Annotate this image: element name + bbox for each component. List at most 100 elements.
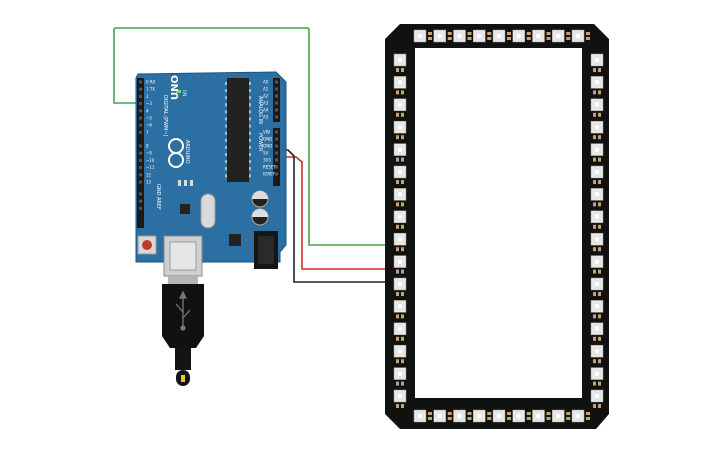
power-pin[interactable] (275, 137, 278, 141)
digital-pin[interactable] (139, 144, 142, 148)
neopixel-led[interactable] (590, 120, 604, 140)
neopixel-led[interactable] (512, 29, 531, 43)
digital-pin[interactable] (139, 166, 142, 170)
digital-pin[interactable] (139, 192, 142, 196)
crystal (200, 193, 216, 229)
analog-pin[interactable] (275, 115, 278, 119)
power-wire[interactable] (278, 156, 386, 270)
digital-pin[interactable] (139, 130, 142, 134)
analog-header[interactable] (273, 78, 280, 122)
neopixel-led[interactable] (393, 277, 407, 296)
analog-pin[interactable] (275, 87, 278, 91)
neopixel-led[interactable] (590, 277, 604, 296)
neopixel-led[interactable] (453, 409, 472, 423)
neopixel-led[interactable] (571, 409, 590, 423)
digital-pin[interactable] (139, 173, 142, 177)
neopixel-led[interactable] (393, 188, 407, 207)
neopixel-led[interactable] (393, 322, 407, 341)
neopixel-led[interactable] (413, 409, 432, 423)
neopixel-led[interactable] (590, 255, 604, 274)
neopixel-led[interactable] (393, 210, 407, 229)
digital-pin[interactable] (139, 180, 142, 184)
chip-pin (249, 160, 251, 164)
neopixel-led[interactable] (473, 29, 492, 43)
neopixel-led[interactable] (590, 98, 604, 117)
digital-pin[interactable] (139, 109, 142, 113)
neopixel-led[interactable] (590, 232, 604, 252)
power-header[interactable] (273, 128, 280, 186)
neopixel-led[interactable] (590, 76, 604, 95)
neopixel-led[interactable] (393, 98, 407, 117)
neopixel-led[interactable] (532, 29, 551, 43)
neopixel-led[interactable] (393, 344, 407, 364)
digital-pin[interactable] (139, 206, 142, 210)
neopixel-led[interactable] (393, 53, 407, 72)
board-name: UNO (170, 75, 181, 100)
neopixel-led[interactable] (590, 188, 604, 207)
neopixel-frame[interactable] (385, 24, 609, 429)
neopixel-led[interactable] (590, 344, 604, 364)
digital-pin[interactable] (139, 116, 142, 120)
digital-pin-label: ~6 (146, 123, 152, 128)
power-pin[interactable] (275, 158, 278, 162)
chip-pin (225, 138, 227, 142)
neopixel-led[interactable] (393, 367, 407, 386)
chip-pin (249, 131, 251, 135)
analog-pin-label: A4 (263, 108, 269, 113)
power-header-label: POWER (257, 133, 263, 152)
neopixel-led[interactable] (393, 120, 407, 140)
analog-pin[interactable] (275, 80, 278, 84)
digital-pin-label: 7 (146, 130, 149, 135)
neopixel-led[interactable] (393, 76, 407, 95)
digital-pin[interactable] (139, 158, 142, 162)
neopixel-led[interactable] (532, 409, 551, 423)
neopixel-led[interactable] (590, 389, 604, 408)
neopixel-led[interactable] (393, 232, 407, 252)
neopixel-led[interactable] (590, 210, 604, 229)
digital-pin[interactable] (139, 151, 142, 155)
analog-pin[interactable] (275, 108, 278, 112)
digital-pin[interactable] (139, 199, 142, 203)
neopixel-led[interactable] (590, 367, 604, 386)
power-pin[interactable] (275, 172, 278, 176)
power-pin[interactable] (275, 151, 278, 155)
neopixel-led[interactable] (393, 389, 407, 408)
neopixel-led[interactable] (552, 409, 571, 423)
neopixel-led[interactable] (571, 29, 590, 43)
power-pin[interactable] (275, 130, 278, 134)
ground-wire[interactable] (278, 149, 386, 283)
digital-pin[interactable] (139, 102, 142, 106)
usb-cable-strain-relief (175, 348, 191, 370)
neopixel-led[interactable] (590, 300, 604, 319)
digital-pin[interactable] (139, 123, 142, 127)
neopixel-led[interactable] (590, 143, 604, 162)
neopixel-led[interactable] (433, 409, 452, 423)
power-pin[interactable] (275, 144, 278, 148)
neopixel-led[interactable] (393, 165, 407, 184)
neopixel-led[interactable] (492, 29, 511, 43)
reset-button-cap[interactable] (142, 240, 152, 250)
usb-cable[interactable] (162, 276, 204, 386)
digital-pin[interactable] (139, 87, 142, 91)
digital-pin[interactable] (139, 94, 142, 98)
analog-pin[interactable] (275, 101, 278, 105)
neopixel-led[interactable] (590, 53, 604, 72)
neopixel-led[interactable] (453, 29, 472, 43)
neopixel-led[interactable] (473, 409, 492, 423)
digital-pin[interactable] (139, 80, 142, 84)
neopixel-led[interactable] (552, 29, 571, 43)
power-pin[interactable] (275, 165, 278, 169)
neopixel-led[interactable] (492, 409, 511, 423)
neopixel-led[interactable] (590, 165, 604, 184)
analog-pin[interactable] (275, 94, 278, 98)
neopixel-led[interactable] (433, 29, 452, 43)
neopixel-led[interactable] (413, 29, 432, 43)
neopixel-led[interactable] (393, 255, 407, 274)
neopixel-led[interactable] (393, 143, 407, 162)
neopixel-led[interactable] (393, 300, 407, 319)
neopixel-led[interactable] (512, 409, 531, 423)
data-wire[interactable] (113, 27, 386, 246)
neopixel-led[interactable] (590, 322, 604, 341)
